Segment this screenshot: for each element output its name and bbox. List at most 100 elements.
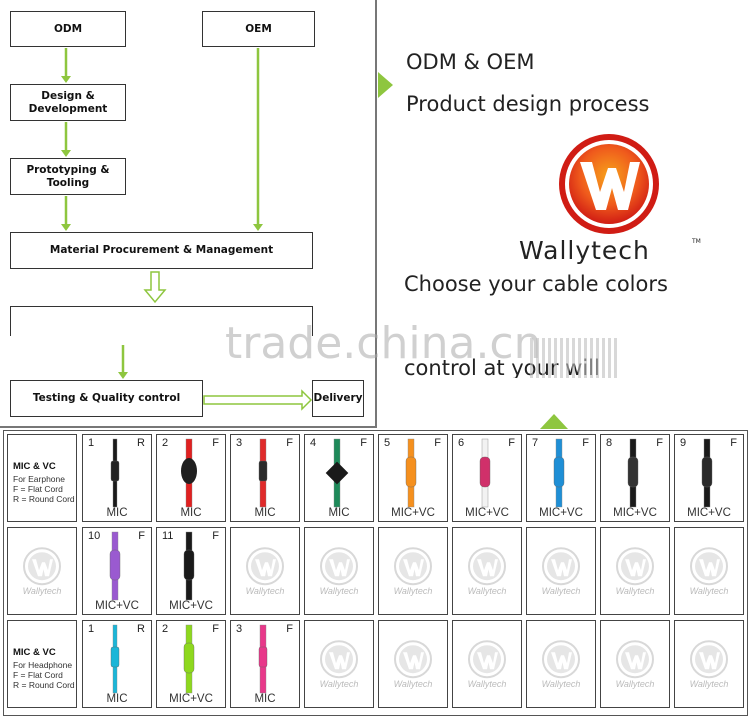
cable-image <box>627 438 639 508</box>
wallytech-watermark-icon <box>246 547 284 586</box>
wallytech-watermark-icon <box>690 640 728 679</box>
cable-image <box>110 438 120 508</box>
prototyping-label: Prototyping & Tooling <box>26 163 110 189</box>
wallytech-watermark-icon <box>23 547 61 586</box>
grid-cell: 9 F MIC+VC <box>674 434 744 522</box>
option-number: 3 <box>236 437 243 449</box>
trademark: TM <box>692 238 701 245</box>
cable-image <box>701 438 713 508</box>
odm-label: ODM <box>53 22 83 35</box>
option-number: 10 <box>88 530 101 542</box>
watermark-stripes <box>530 338 620 378</box>
oem-label: OEM <box>245 22 272 35</box>
mic-label: MIC <box>254 507 276 519</box>
watermark-brand-text: Wallytech <box>541 679 581 689</box>
cell-label-line: For Headphone <box>13 660 73 670</box>
watermark-brand-text: Wallytech <box>393 586 433 596</box>
mic-label: MIC <box>106 693 128 705</box>
wallytech-watermark-icon <box>616 640 654 679</box>
grid-cell: 4 F MIC <box>304 434 374 522</box>
grid-cell: Wallytech <box>452 527 522 615</box>
wallytech-watermark-icon <box>690 547 728 586</box>
cord-type: F <box>434 437 441 449</box>
material-box: Material Procurement & Management <box>10 232 313 269</box>
cord-type: F <box>212 623 219 635</box>
grid-cell: Wallytech <box>452 620 522 708</box>
option-number: 7 <box>532 437 539 449</box>
option-number: 4 <box>310 437 317 449</box>
mic-label: MIC+VC <box>169 600 213 612</box>
mic-label: MIC+VC <box>391 507 435 519</box>
wallytech-watermark-icon <box>542 640 580 679</box>
grid-cell: Wallytech <box>674 620 744 708</box>
watermark-brand-text: Wallytech <box>689 586 729 596</box>
option-number: 9 <box>680 437 687 449</box>
delivery-label: Delivery <box>313 392 363 404</box>
grid-cell: Wallytech <box>7 527 77 615</box>
cell-label-title: MIC & VC <box>13 461 56 472</box>
cable-image <box>258 624 268 694</box>
mic-label: MIC+VC <box>169 693 213 705</box>
testing-box: Testing & Quality control <box>10 380 203 417</box>
grid-cell: Wallytech <box>304 527 374 615</box>
cell-label-line: R = Round Cord <box>13 680 75 690</box>
cord-type: F <box>730 437 737 449</box>
option-number: 6 <box>458 437 465 449</box>
mic-label: MIC <box>254 693 276 705</box>
mic-label: MIC <box>328 507 350 519</box>
watermark-brand-text: Wallytech <box>22 586 62 596</box>
wallytech-watermark-icon <box>468 640 506 679</box>
cord-type: F <box>212 530 219 542</box>
watermark-brand-text: Wallytech <box>467 679 507 689</box>
cord-type: F <box>360 437 367 449</box>
watermark-brand-text: Wallytech <box>615 586 655 596</box>
cord-type: F <box>138 530 145 542</box>
cable-image <box>258 438 268 508</box>
grid-cell: Wallytech <box>378 620 448 708</box>
cable-image <box>479 438 491 508</box>
grid-cell: Wallytech <box>304 620 374 708</box>
wallytech-watermark-icon <box>394 640 432 679</box>
mic-label: MIC+VC <box>539 507 583 519</box>
cable-image <box>109 531 121 601</box>
cord-type: F <box>286 437 293 449</box>
watermark-brand-text: Wallytech <box>319 586 359 596</box>
cord-type: F <box>508 437 515 449</box>
mic-label: MIC+VC <box>687 507 731 519</box>
subheading: Product design process <box>406 92 650 116</box>
prototyping-box: Prototyping & Tooling <box>10 158 126 195</box>
grid-cell: Wallytech <box>230 527 300 615</box>
cord-type: R <box>137 437 145 449</box>
flowchart-panel: ODM OEM Design & Development Prototyping… <box>0 0 377 428</box>
odm-box: ODM <box>10 11 126 47</box>
cell-label-line: R = Round Cord <box>13 494 75 504</box>
cable-image <box>183 531 195 601</box>
wallytech-watermark-icon <box>394 547 432 586</box>
material-label: Material Procurement & Management <box>49 244 274 256</box>
watermark-brand-text: Wallytech <box>245 586 285 596</box>
grid-cell: 3 F MIC <box>230 434 300 522</box>
cable-image <box>325 438 349 508</box>
cable-image <box>181 438 197 508</box>
grid-cell: Wallytech <box>526 527 596 615</box>
option-number: 2 <box>162 437 169 449</box>
testing-label: Testing & Quality control <box>32 392 181 404</box>
grid-cell: Wallytech <box>674 527 744 615</box>
option-number: 3 <box>236 623 243 635</box>
manufacturing-box <box>10 306 313 336</box>
watermark-brand-text: Wallytech <box>393 679 433 689</box>
wallytech-watermark-icon <box>468 547 506 586</box>
pointer-right-icon <box>378 72 393 98</box>
cable-colors-text: Choose your cable colors <box>404 272 668 296</box>
cable-image <box>183 624 195 694</box>
